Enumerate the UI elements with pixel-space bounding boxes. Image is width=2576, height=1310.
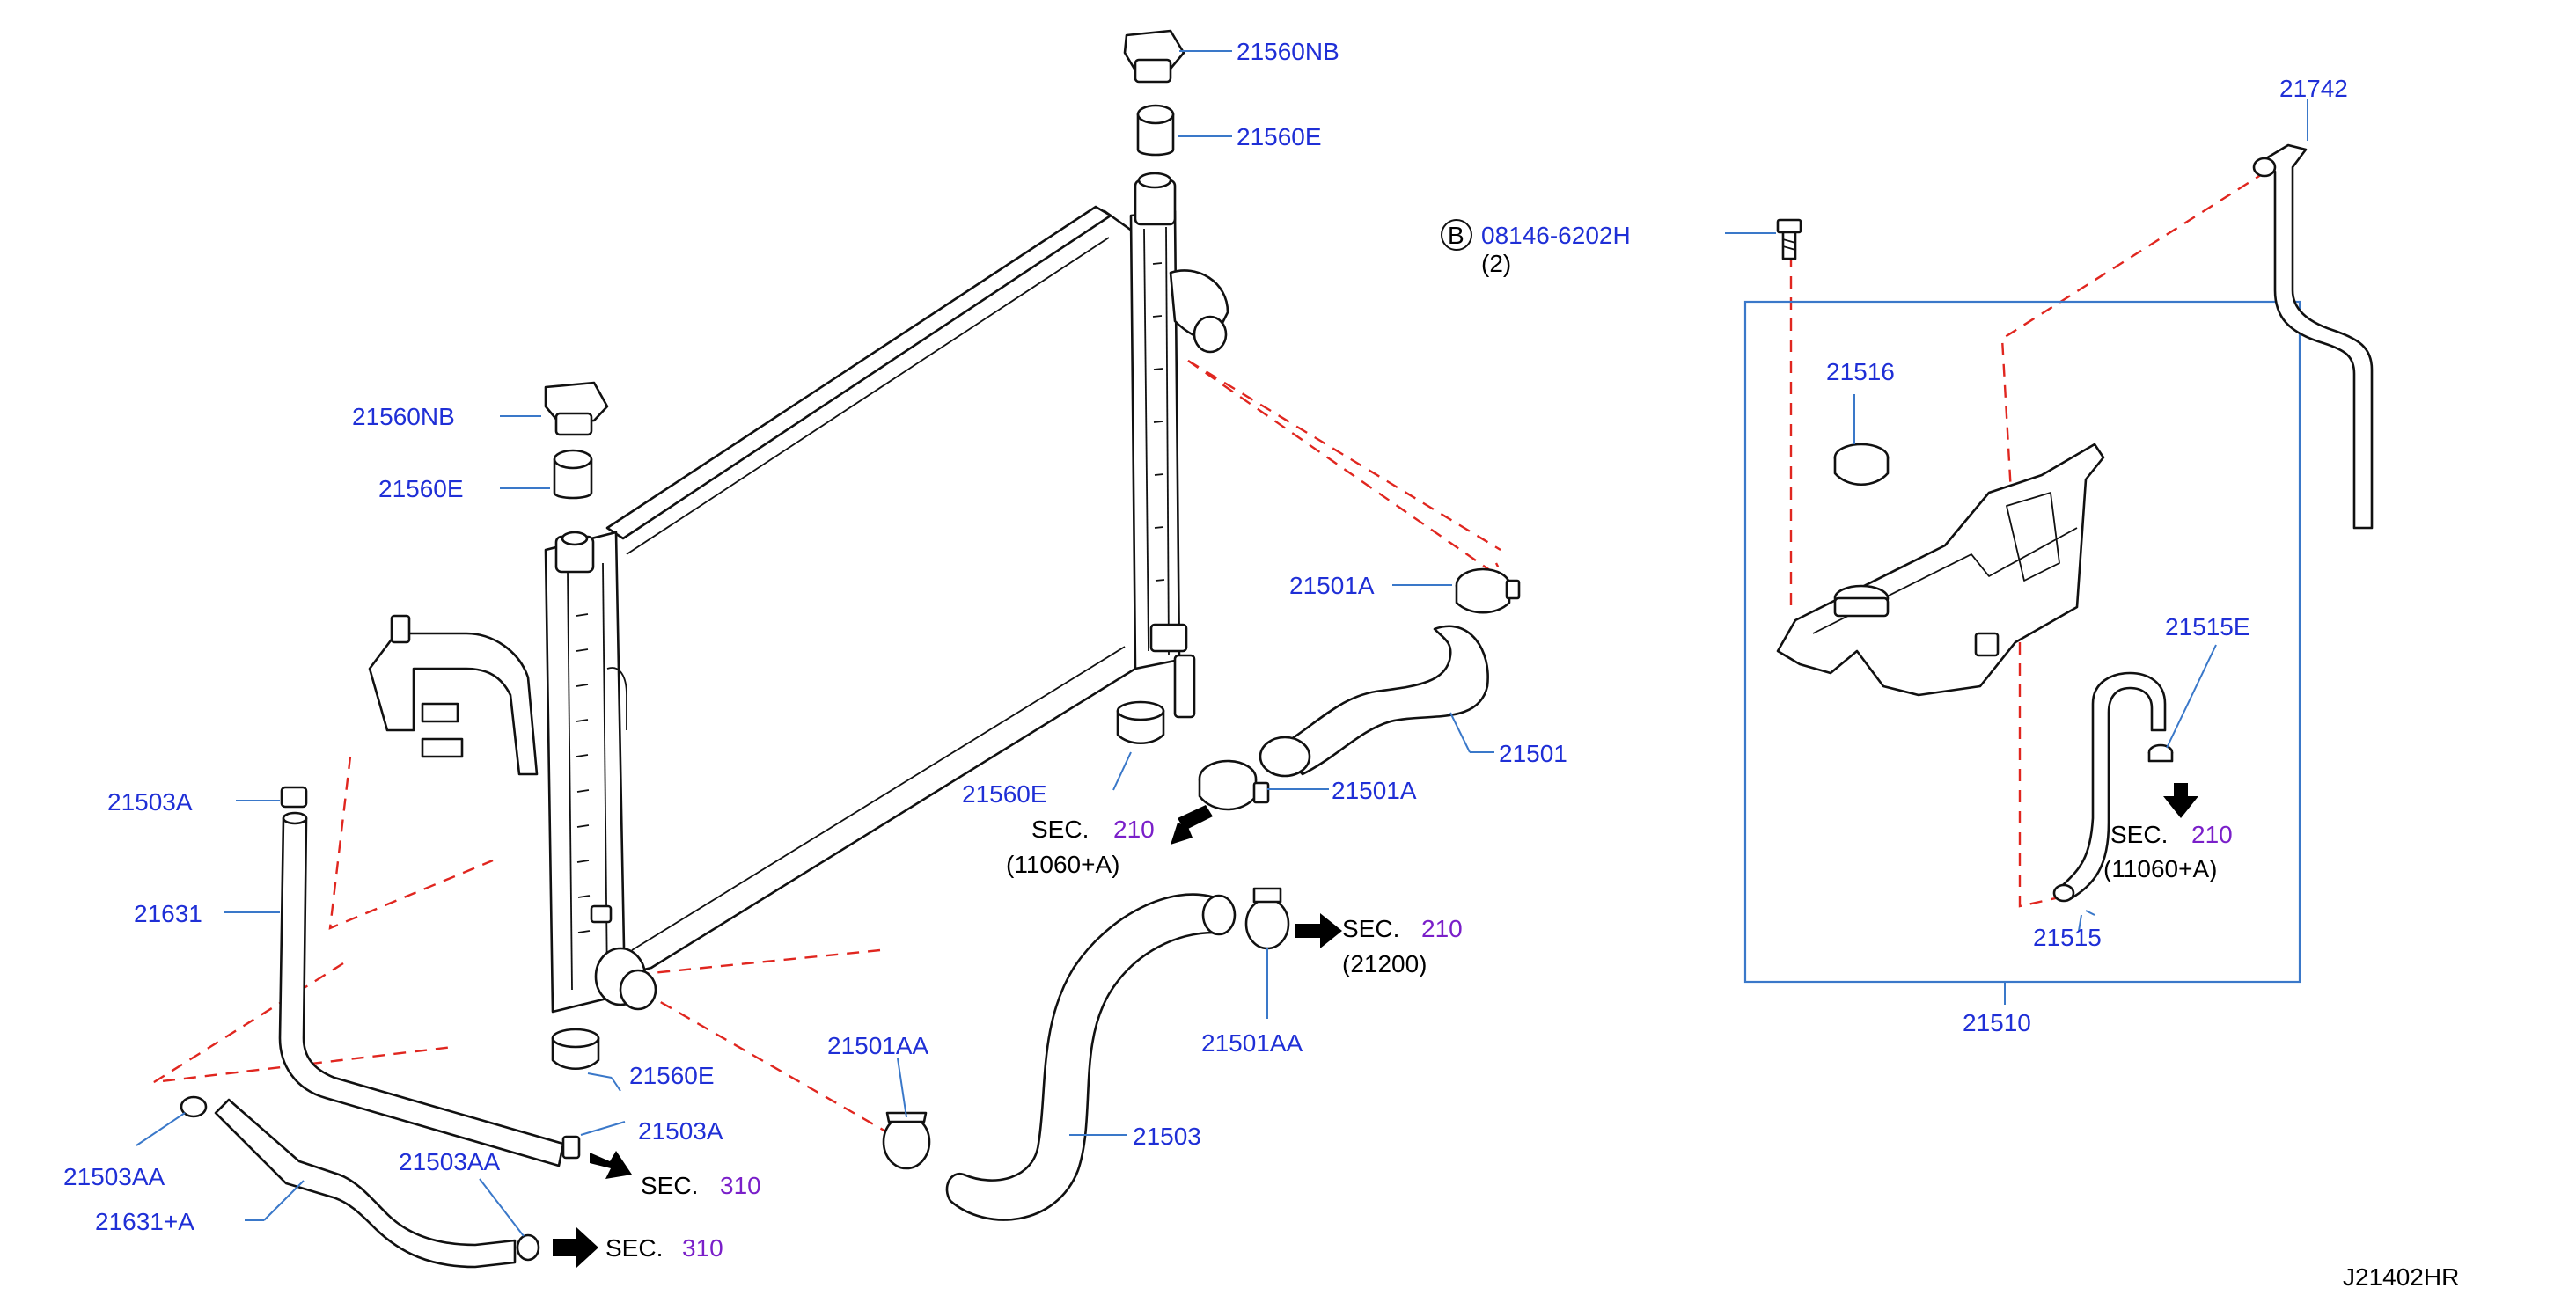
- label-reservoir-cap[interactable]: 21516: [1826, 358, 1895, 385]
- reservoir-tank[interactable]: [1776, 443, 2105, 697]
- left-pipe[interactable]: [278, 811, 565, 1167]
- label-clamp-upper-top[interactable]: 21501A: [1289, 572, 1375, 599]
- label-drain-clip[interactable]: 21515E: [2165, 613, 2250, 640]
- sec4-number[interactable]: 310: [720, 1172, 761, 1199]
- sec3-ref: (11060+A): [2103, 855, 2217, 882]
- mount-top-e[interactable]: [1136, 104, 1175, 157]
- drain-hose[interactable]: [2052, 671, 2167, 903]
- reservoir-hose[interactable]: [2252, 143, 2374, 530]
- upper-hose[interactable]: [1259, 625, 1489, 778]
- label-left-pipe[interactable]: 21631: [134, 900, 202, 927]
- drain-clip[interactable]: [2147, 743, 2174, 763]
- mount-bottom-right-e[interactable]: [1116, 700, 1165, 745]
- left-pipe-plus[interactable]: [214, 1098, 517, 1269]
- sec2-ref: (21200): [1342, 950, 1427, 977]
- leader-lines: [136, 50, 2308, 1237]
- clamp-lower-aa-left[interactable]: [882, 1111, 931, 1170]
- sec2-label: SEC.: [1342, 915, 1399, 942]
- clamp-lower-aa-right[interactable]: [1244, 887, 1290, 950]
- clamp-left-top[interactable]: [280, 786, 308, 809]
- sec5-number[interactable]: 310: [682, 1234, 723, 1262]
- reservoir-assembly-frame: [1743, 300, 2301, 984]
- sec1-label: SEC.: [1031, 816, 1089, 843]
- label-upper-hose[interactable]: 21501: [1499, 740, 1567, 767]
- diagram-code: J21402HR: [2343, 1263, 2459, 1291]
- cap-left-nb[interactable]: [544, 381, 609, 436]
- label-bolt-qty: (2): [1481, 250, 1511, 277]
- label-cap-top-nb[interactable]: 21560NB: [1237, 38, 1339, 65]
- callout-labels: 21560NB 21560E 21560NB 21560E B 08146-62…: [63, 38, 2459, 1291]
- sec2-number[interactable]: 210: [1421, 915, 1463, 942]
- mount-bottom-e[interactable]: [551, 1028, 600, 1071]
- sec4-label: SEC.: [641, 1172, 698, 1199]
- label-clamp-lower-aa-left[interactable]: 21501AA: [827, 1032, 929, 1059]
- cap-top-nb[interactable]: [1123, 29, 1185, 84]
- label-clamp-left-aa[interactable]: 21503AA: [63, 1163, 165, 1190]
- sec1-number[interactable]: 210: [1113, 816, 1155, 843]
- label-lower-hose[interactable]: 21503: [1133, 1123, 1201, 1150]
- label-mount-bottom-right-e[interactable]: 21560E: [962, 780, 1047, 808]
- label-cap-left-nb[interactable]: 21560NB: [352, 403, 455, 430]
- lower-hose[interactable]: [945, 893, 1237, 1221]
- clamp-left-aa-bottom[interactable]: [516, 1233, 540, 1262]
- label-clamp-lower-aa-right[interactable]: 21501AA: [1201, 1029, 1303, 1057]
- label-bolt-number[interactable]: 08146-6202H: [1481, 222, 1631, 249]
- clamp-upper-top[interactable]: [1455, 567, 1521, 614]
- clamp-left-a-bottom[interactable]: [561, 1135, 581, 1160]
- label-clamp-left-a-bottom[interactable]: 21503A: [638, 1117, 723, 1145]
- label-left-pipe-plus[interactable]: 21631+A: [95, 1208, 194, 1235]
- label-reservoir-assembly[interactable]: 21510: [1963, 1009, 2031, 1036]
- bolt-badge: B: [1448, 222, 1464, 249]
- label-clamp-left-top[interactable]: 21503A: [107, 788, 193, 816]
- sec3-number[interactable]: 210: [2191, 821, 2233, 848]
- mount-left-e[interactable]: [553, 449, 593, 500]
- clamp-left-aa[interactable]: [180, 1095, 208, 1118]
- label-clamp-upper-bottom[interactable]: 21501A: [1332, 777, 1417, 804]
- reservoir-cap[interactable]: [1833, 443, 1890, 486]
- bolt-badge-circle: [1441, 219, 1472, 251]
- label-drain-hose[interactable]: 21515: [2033, 924, 2102, 951]
- clamp-upper-bottom[interactable]: [1198, 759, 1270, 811]
- sec5-label: SEC.: [605, 1234, 663, 1262]
- section-arrows: [553, 783, 2198, 1268]
- label-clamp-left-aa-bottom[interactable]: 21503AA: [399, 1148, 501, 1175]
- sec1-ref: (11060+A): [1006, 851, 1119, 878]
- label-mount-bottom-e[interactable]: 21560E: [629, 1062, 715, 1089]
- sec3-label: SEC.: [2110, 821, 2168, 848]
- label-mount-top-e[interactable]: 21560E: [1237, 123, 1322, 150]
- label-reservoir-hose[interactable]: 21742: [2279, 75, 2348, 102]
- radiator[interactable]: [368, 172, 1229, 1014]
- label-mount-left-e[interactable]: 21560E: [378, 475, 464, 502]
- bolt[interactable]: [1776, 218, 1802, 260]
